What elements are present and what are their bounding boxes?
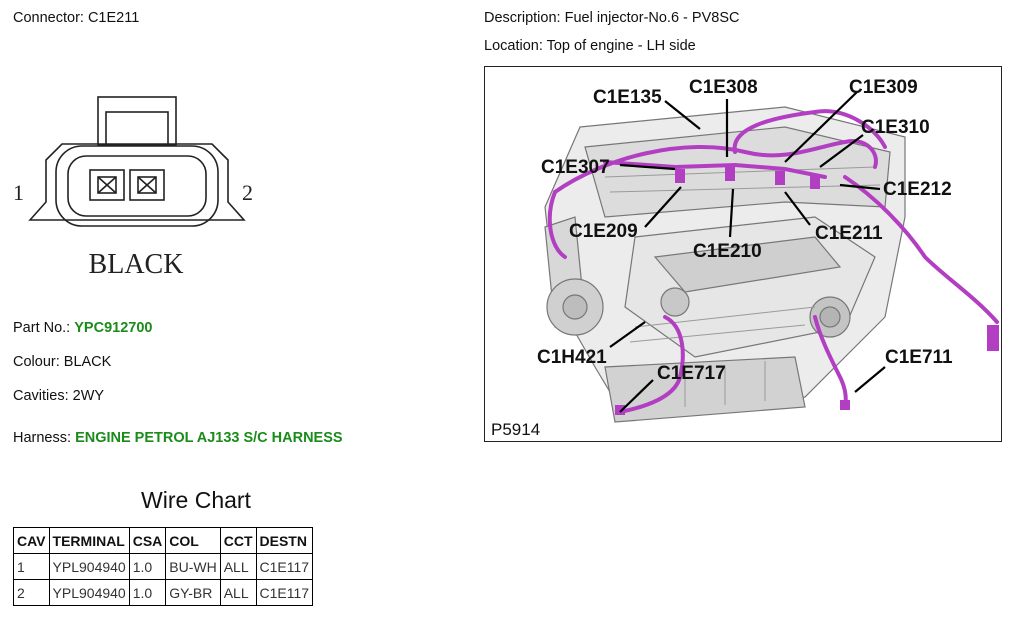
part-number-label: Part No.: [13, 320, 71, 336]
header-col: COL [165, 527, 221, 554]
header-cct: CCT [219, 527, 257, 554]
wire-chart-header-row: CAV TERMINAL CSA COL CCT DESTN [13, 527, 314, 554]
cell-cav: 1 [13, 553, 50, 580]
cell-terminal: YPL904940 [48, 553, 130, 580]
label-c1e711: C1E711 [885, 347, 953, 368]
connector-color-text: BLACK [89, 249, 184, 280]
header-cav: CAV [13, 527, 50, 554]
cell-cav: 2 [13, 579, 50, 606]
label-c1e308: C1E308 [689, 77, 758, 98]
cell-destn: C1E117 [255, 553, 314, 580]
colour-info: Colour: BLACK [13, 354, 112, 370]
cell-csa: 1.0 [128, 553, 167, 580]
header-terminal: TERMINAL [48, 527, 130, 554]
location: Location: Top of engine - LH side [484, 38, 696, 54]
connector-drawing: 1 2 BLACK [13, 96, 253, 280]
label-c1e310: C1E310 [861, 117, 930, 138]
cell-col: BU-WH [165, 553, 221, 580]
cavities-info: Cavities: 2WY [13, 388, 105, 404]
cell-cct: ALL [219, 553, 257, 580]
label-c1e209: C1E209 [569, 221, 638, 242]
harness-value: ENGINE PETROL AJ133 S/C HARNESS [75, 430, 343, 446]
harness-label: Harness: [13, 430, 72, 446]
description: Description: Fuel injector-No.6 - PV8SC [484, 10, 740, 26]
cell-terminal: YPL904940 [48, 579, 130, 606]
label-c1e717: C1E717 [657, 363, 726, 384]
engine-location-image: C1E135 C1E308 C1E309 C1E310 C1E307 C1E21… [484, 66, 1002, 442]
table-row: 1 YPL904940 1.0 BU-WH ALL C1E117 [13, 553, 314, 580]
cell-destn: C1E117 [255, 579, 314, 606]
cell-col: GY-BR [165, 579, 221, 606]
label-c1e211: C1E211 [815, 223, 883, 244]
pin-2-label: 2 [242, 180, 253, 205]
wire-chart-table: CAV TERMINAL CSA COL CCT DESTN 1 YPL9049… [13, 527, 314, 606]
label-c1e135: C1E135 [593, 87, 662, 108]
harness-info: Harness: ENGINE PETROL AJ133 S/C HARNESS [13, 430, 343, 446]
label-c1e212: C1E212 [883, 179, 952, 200]
cell-csa: 1.0 [128, 579, 167, 606]
pin-1-label: 1 [13, 180, 24, 205]
cell-cct: ALL [219, 579, 257, 606]
table-row: 2 YPL904940 1.0 GY-BR ALL C1E117 [13, 579, 314, 606]
part-number-value: YPC912700 [74, 320, 153, 336]
wire-chart-title: Wire Chart [141, 487, 251, 513]
image-reference: P5914 [491, 420, 540, 439]
label-c1e307: C1E307 [541, 157, 610, 178]
connector-label: Connector: C1E211 [13, 10, 140, 26]
label-c1e309: C1E309 [849, 77, 918, 98]
header-csa: CSA [128, 527, 167, 554]
label-c1h421: C1H421 [537, 347, 607, 368]
label-c1e210: C1E210 [693, 241, 762, 262]
part-number: Part No.: YPC912700 [13, 320, 152, 336]
header-destn: DESTN [255, 527, 314, 554]
